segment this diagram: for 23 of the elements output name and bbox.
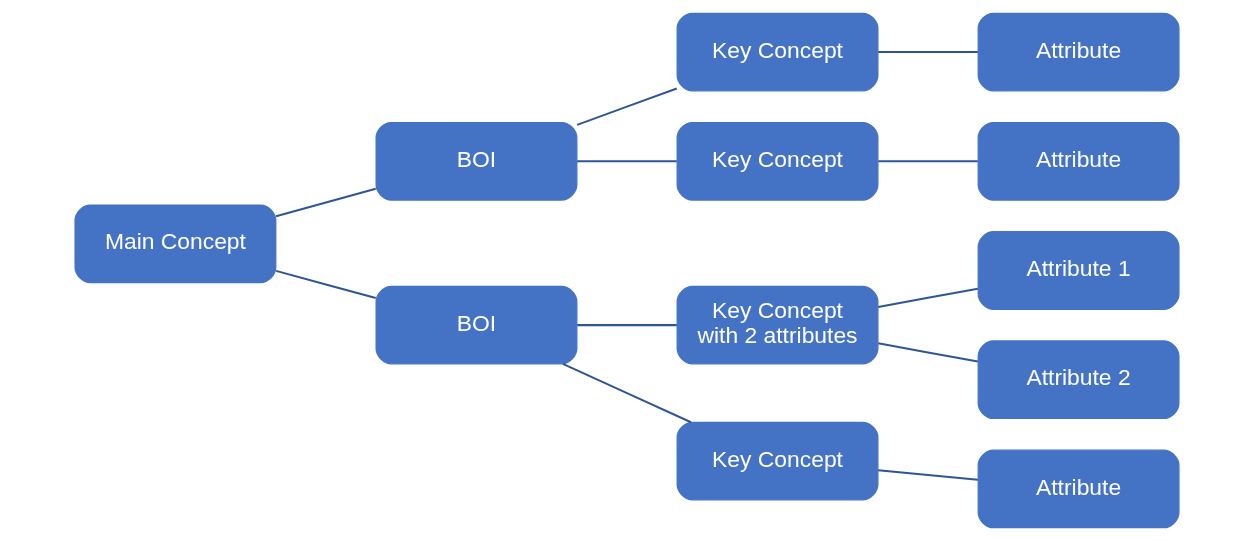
- connector: [275, 269, 376, 299]
- node-box: Attribute 1: [977, 231, 1180, 310]
- node-box: Attribute 2: [977, 340, 1180, 420]
- connector: [878, 342, 978, 363]
- connector: [878, 469, 978, 481]
- connector: [562, 362, 692, 424]
- connector: [878, 160, 978, 163]
- connector: [878, 287, 978, 308]
- node-box: Attribute: [977, 121, 1180, 201]
- node-box: BOI: [375, 121, 578, 201]
- connector: [577, 160, 677, 163]
- connector: [275, 187, 376, 218]
- node-box: Key Concept with 2 attributes: [676, 285, 879, 365]
- node-box: BOI: [375, 285, 578, 365]
- node-box: Attribute: [977, 449, 1180, 529]
- connector: [576, 87, 678, 126]
- connector: [577, 324, 677, 327]
- connector: [878, 51, 978, 54]
- node-box: Key Concept: [676, 12, 879, 92]
- node-box: Attribute: [977, 12, 1180, 92]
- node-box: Key Concept: [676, 421, 879, 501]
- node-box: Key Concept: [676, 121, 879, 201]
- node-box: Main Concept: [74, 204, 277, 284]
